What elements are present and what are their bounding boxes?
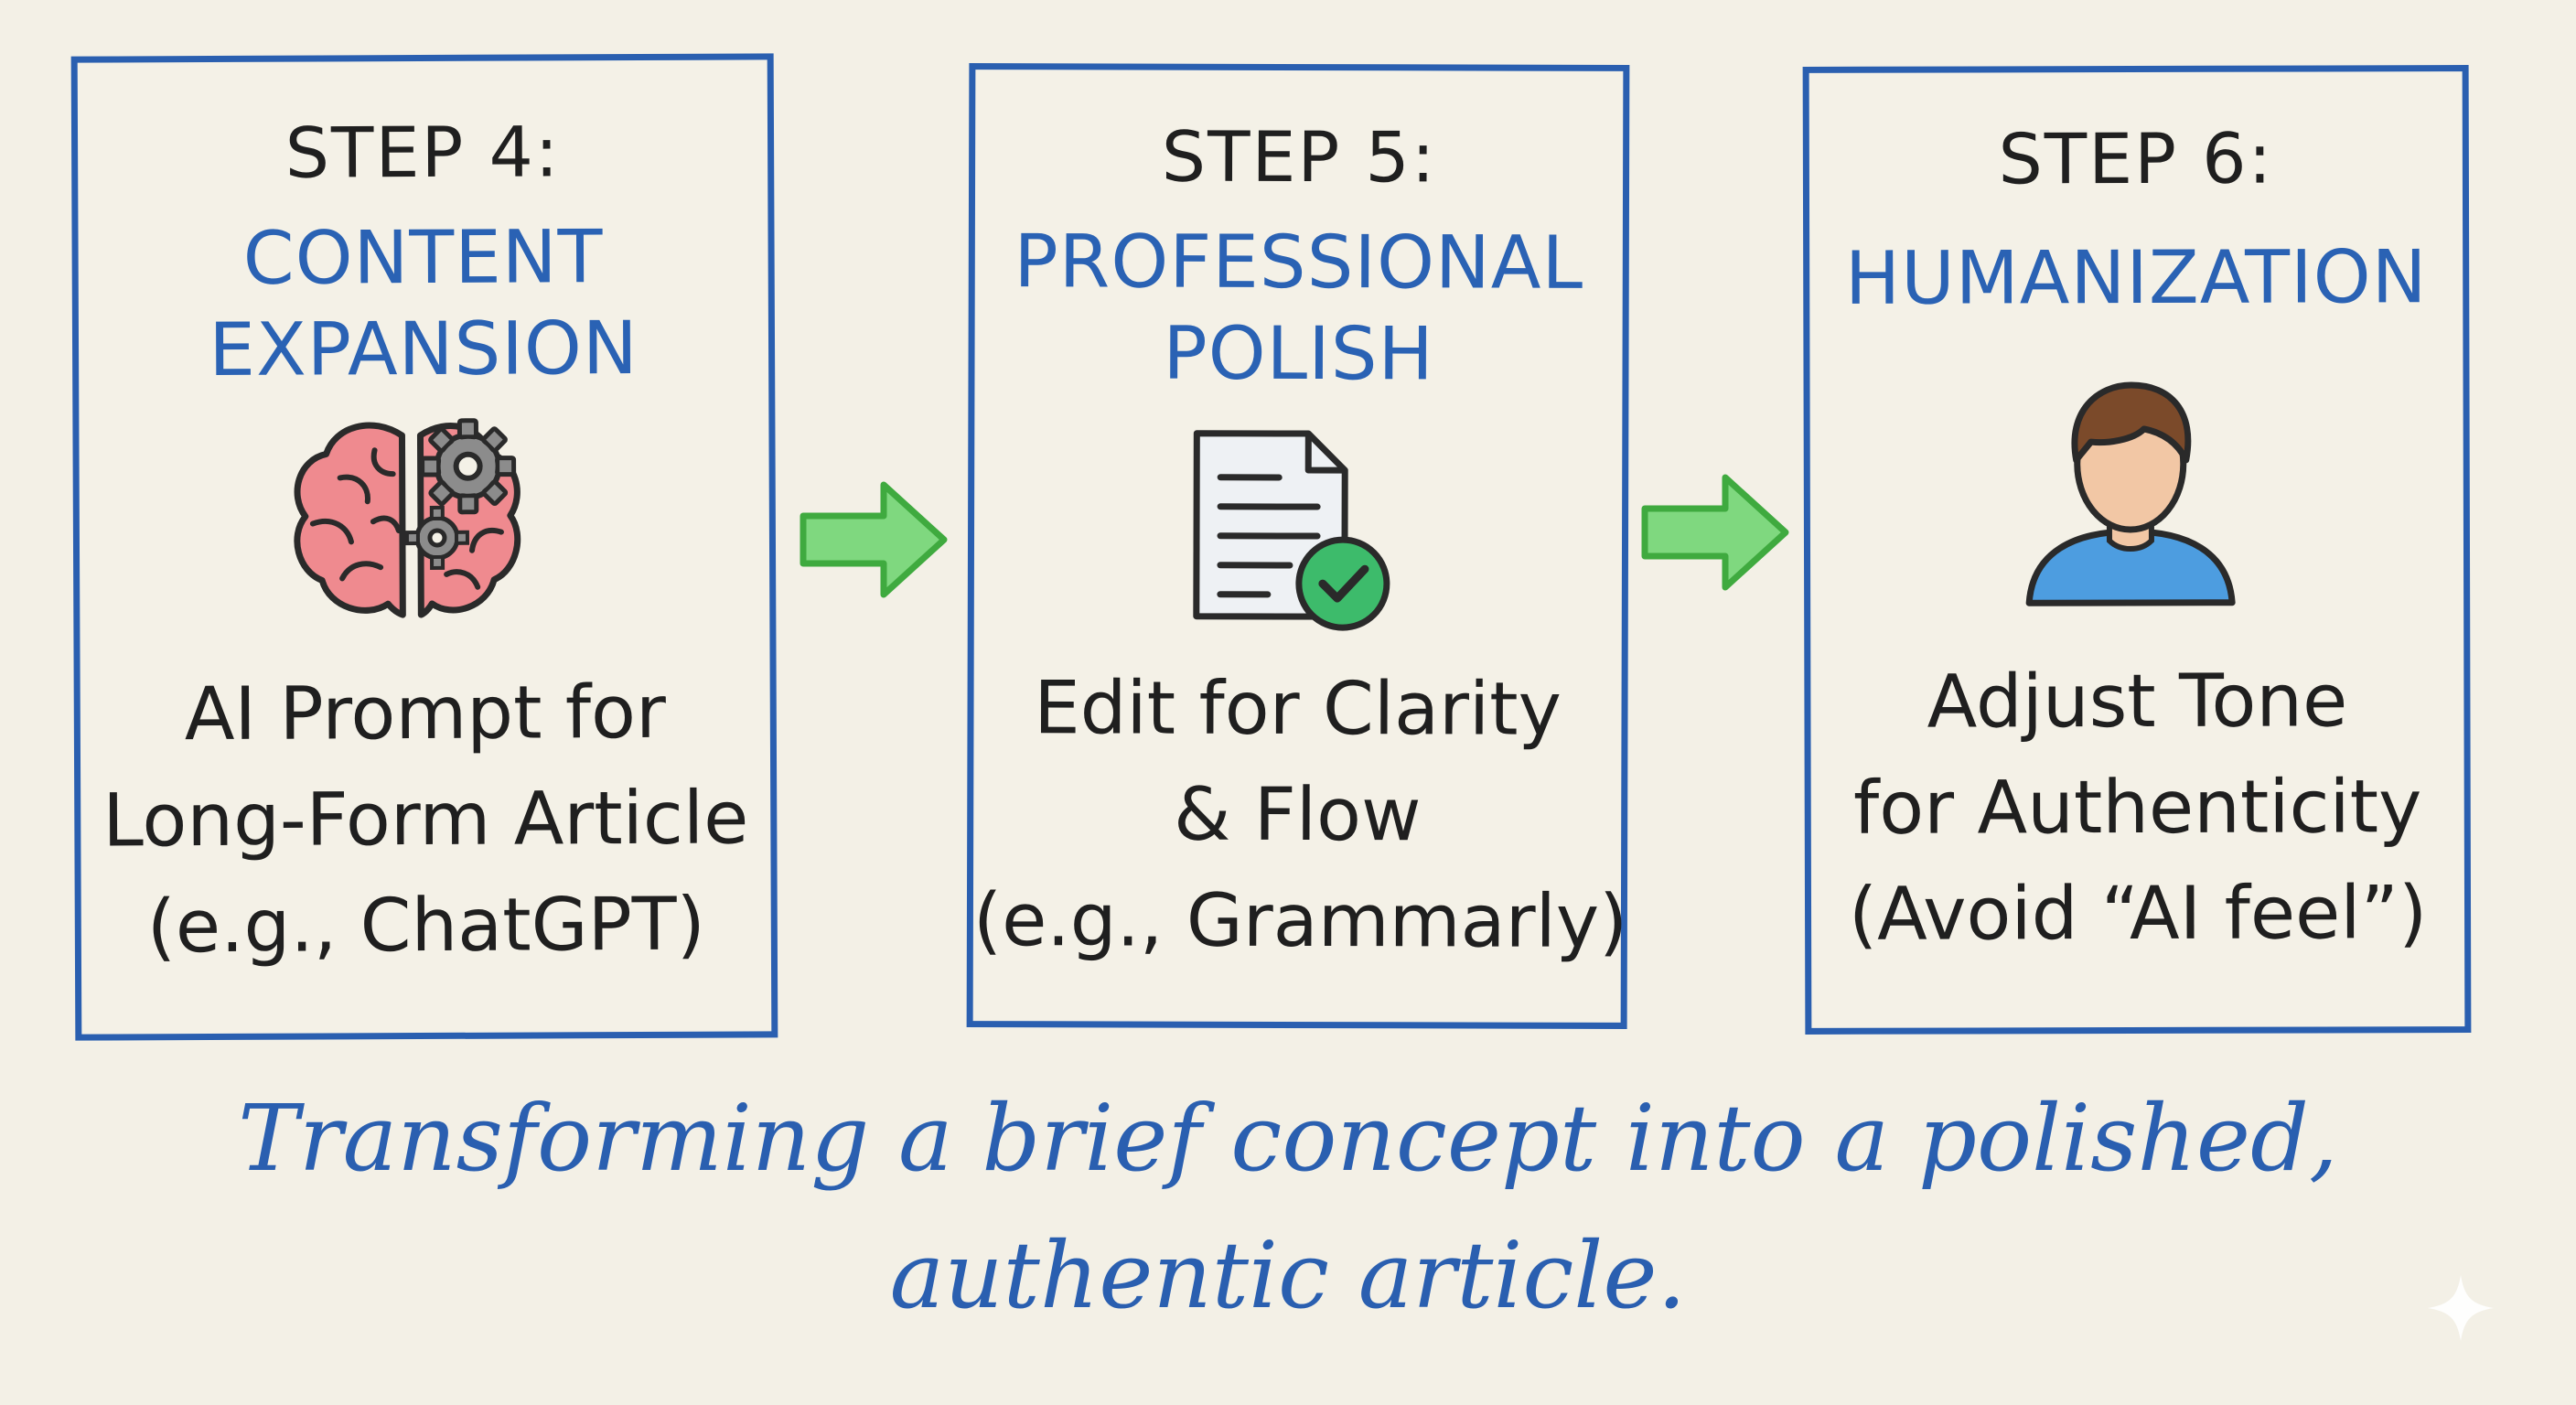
sparkle-icon (2428, 1275, 2494, 1341)
step-6-description-line: (Avoid “AI feel”) (1848, 870, 2428, 957)
step-5-description-line: Edit for Clarity (1034, 665, 1562, 752)
step-5-title: PROFESSIONAL POLISH (974, 216, 1623, 401)
step-5-title-line: PROFESSIONAL (1014, 219, 1584, 306)
step-5-title-line: POLISH (1163, 310, 1434, 397)
step-5-card: STEP 5: PROFESSIONAL POLISH Edit for Cla… (966, 63, 1630, 1029)
document-check-icon (1193, 430, 1390, 631)
person-icon (2025, 381, 2236, 606)
step-5-description-line: & Flow (1173, 771, 1422, 858)
step-6-description-line: Adjust Tone (1927, 658, 2348, 745)
caption-line: authentic article. (889, 1222, 1687, 1329)
step-5-description-line: (e.g., Grammarly) (972, 877, 1628, 964)
step-6-description: Adjust Tone for Authenticity (Avoid “AI … (1810, 648, 2464, 968)
step-4-title: CONTENT EXPANSION (78, 210, 768, 396)
caption: Transforming a brief concept into a poli… (0, 1070, 2576, 1345)
step-4-card: STEP 4: CONTENT EXPANSION (70, 53, 778, 1041)
step-6-title: HUMANIZATION (1809, 231, 2463, 325)
brain-gears-icon (294, 418, 521, 618)
step-4-description-line: AI Prompt for (184, 669, 667, 757)
step-5-label: STEP 5: (1161, 115, 1437, 198)
step-4-description-line: (e.g., ChatGPT) (146, 881, 706, 970)
step-4-label: STEP 4: (284, 111, 561, 194)
caption-line: Transforming a brief concept into a poli… (238, 1085, 2338, 1192)
step-6-label: STEP 6: (1998, 117, 2274, 200)
step-6-title-line: HUMANIZATION (1844, 234, 2428, 321)
step-4-description: AI Prompt for Long-Form Article (e.g., C… (80, 659, 772, 980)
step-4-description-line: Long-Form Article (102, 775, 749, 863)
step-6-description-line: for Authenticity (1852, 764, 2422, 851)
step-4-title-line: CONTENT (242, 214, 604, 301)
step-5-description: Edit for Clarity & Flow (e.g., Grammarly… (972, 655, 1628, 975)
step-6-card: STEP 6: HUMANIZATION Adjust Tone for Aut… (1802, 65, 2472, 1035)
arrow-right-icon (1641, 474, 1789, 591)
arrow-right-icon (800, 481, 948, 598)
step-4-title-line: EXPANSION (209, 305, 639, 393)
